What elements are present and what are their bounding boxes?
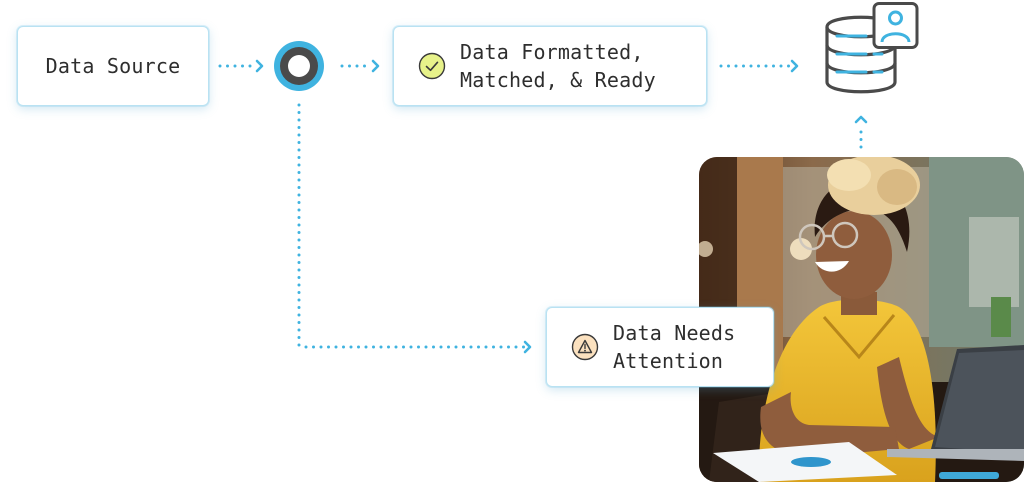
arrowhead-up [854,115,868,124]
data-ready-label: Data Formatted, Matched, & Ready [460,40,656,92]
arrowhead-attention [523,340,532,354]
database-user-icon [822,2,922,96]
data-attention-label: Data Needs Attention [613,321,736,373]
data-source-node: Data Source [17,26,209,106]
check-circle-icon [418,52,446,80]
warning-triangle-icon [571,333,599,361]
data-ready-node: Data Formatted, Matched, & Ready [393,26,707,106]
data-attention-node: Data Needs Attention [546,307,774,387]
ring-node-icon [273,40,325,92]
arrowhead-hub [255,59,264,73]
data-source-label: Data Source [45,54,181,78]
arrowhead-ready [371,59,380,73]
arrowhead-database [790,59,799,73]
